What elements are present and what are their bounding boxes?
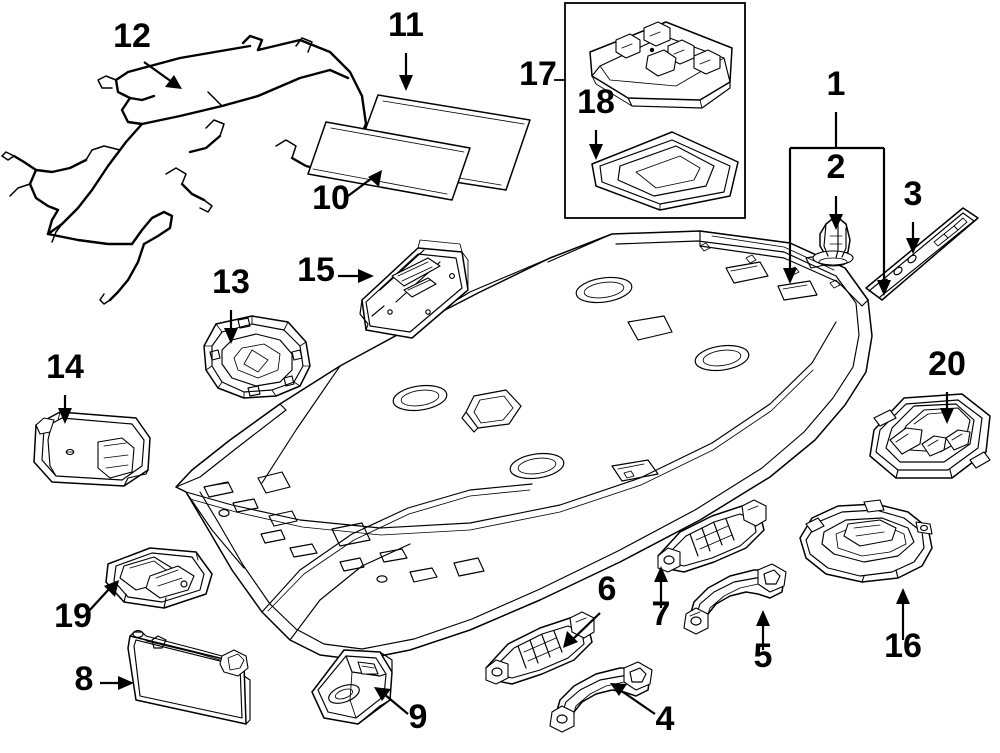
headliner-panel (175, 230, 873, 661)
callout-leaders (58, 53, 954, 715)
roof-wiring-harness (1, 34, 368, 305)
callout-2: 2 (827, 148, 846, 186)
headliner-cutouts (392, 276, 750, 480)
callout-14: 14 (46, 348, 84, 386)
headliner-trim-pad-small (307, 121, 471, 201)
assist-grip-handle-rear (549, 661, 653, 733)
callout-18: 18 (577, 83, 615, 121)
callout-20: 20 (928, 345, 966, 383)
overhead-console-module (359, 239, 469, 339)
interior-lamp-housing (33, 411, 151, 487)
callout-12: 12 (113, 17, 151, 55)
sun-visor (127, 630, 251, 725)
callout-9: 9 (409, 698, 428, 736)
sun-visor-holder-bracket (311, 649, 393, 725)
callout-19: 19 (54, 597, 92, 635)
overhead-console-lamp-unit (869, 393, 991, 479)
callout-5: 5 (754, 637, 773, 675)
roof-speaker (203, 315, 311, 399)
headliner-retainer-strip (865, 207, 979, 301)
callout-8: 8 (75, 660, 94, 698)
callout-3: 3 (904, 175, 923, 213)
callout-13: 13 (212, 263, 250, 301)
assist-grip-handle-front (683, 563, 787, 635)
callout-15: 15 (297, 251, 335, 289)
callout-11: 11 (388, 6, 424, 44)
callout-4: 4 (656, 700, 675, 738)
dome-lamp-inset (564, 2, 746, 219)
callout-numbers: 1 2 3 4 5 6 7 8 9 10 11 12 13 14 15 16 1… (46, 6, 966, 738)
oval-dome-lamp (799, 499, 933, 583)
assist-grip-bracket-rear (485, 611, 595, 685)
dome-lamp-assembly (589, 21, 733, 109)
callout-1: 1 (827, 65, 846, 103)
callout-7: 7 (652, 595, 671, 633)
map-lamp-module (105, 547, 213, 609)
callout-6: 6 (598, 570, 617, 608)
callout-10: 10 (312, 179, 350, 217)
headliner-retainer-clip (812, 215, 854, 267)
headliner-clip-holes (203, 471, 485, 583)
dome-lamp-lens (591, 131, 739, 211)
callout-16: 16 (884, 627, 922, 665)
callout-17: 17 (519, 55, 557, 93)
assist-grip-bracket-front (657, 499, 767, 573)
